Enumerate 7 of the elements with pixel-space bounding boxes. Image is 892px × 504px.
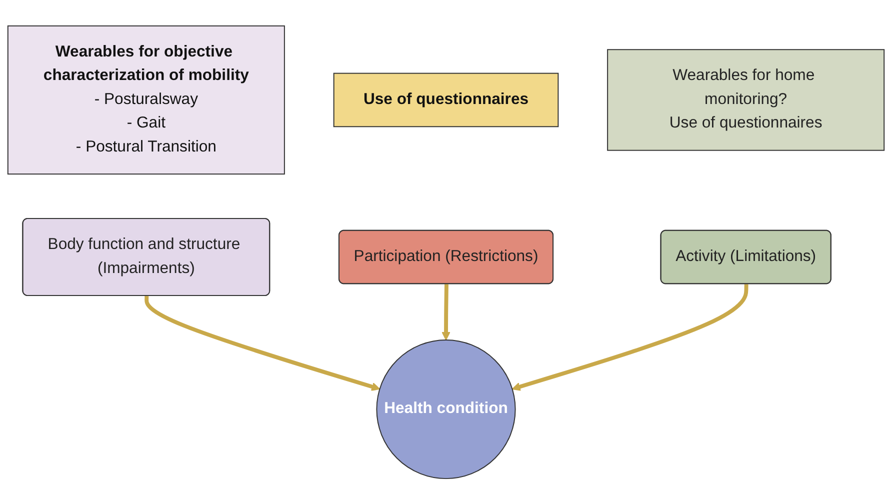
node-box: Wearables for objective characterization of mobility - Posturalsway - Gait - Postural Transition <box>7 25 285 174</box>
node-box: Wearables for home monitoring? Use of questionnaires <box>607 48 885 151</box>
node-circle: Health condition <box>376 339 516 479</box>
arrow <box>442 284 450 340</box>
arrow <box>512 284 748 391</box>
node-box: Use of questionnaires <box>333 72 559 127</box>
arrow <box>144 296 380 391</box>
